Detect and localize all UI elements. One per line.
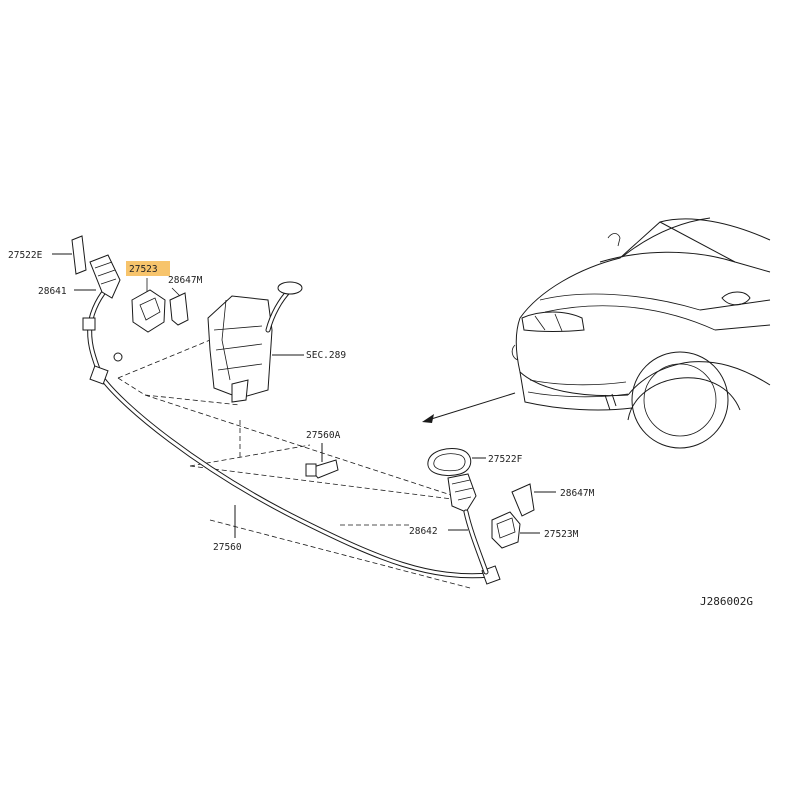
right-nozzle-assembly <box>427 448 556 575</box>
label-27522e: 27522E <box>8 250 43 261</box>
hose-clip <box>305 443 339 479</box>
washer-tank <box>207 281 304 403</box>
car-illustration <box>422 217 771 449</box>
label-27523m: 27523M <box>544 529 579 540</box>
dashed-guide-lines <box>117 337 471 589</box>
label-28641: 28641 <box>38 286 67 297</box>
diagram-code: J286002G <box>700 595 753 608</box>
label-sec-289: SEC.289 <box>306 350 346 361</box>
label-28647m-left: 28647M <box>168 275 203 286</box>
left-nozzle-assembly <box>52 235 189 333</box>
label-27560: 27560 <box>213 542 242 553</box>
label-27522f: 27522F <box>488 454 523 465</box>
label-27560a: 27560A <box>306 430 341 441</box>
highlight-box <box>126 261 170 276</box>
label-28642: 28642 <box>409 526 438 537</box>
label-27523: 27523 <box>129 264 158 275</box>
label-28647m-right: 28647M <box>560 488 595 499</box>
